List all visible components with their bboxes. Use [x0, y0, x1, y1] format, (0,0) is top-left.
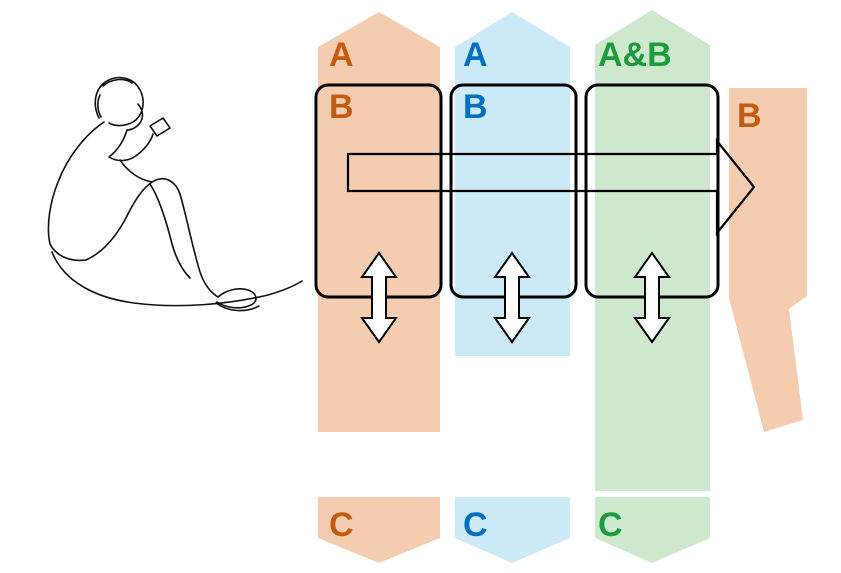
label-bottom-3: C — [598, 506, 623, 544]
label-top-3: A&B — [598, 36, 672, 74]
band-down-orange — [318, 497, 440, 563]
label-box-1: B — [329, 88, 354, 126]
updown-arrow-3 — [633, 251, 671, 344]
band-output-orange — [729, 88, 807, 432]
label-top-1: A — [329, 36, 354, 74]
person-line-art — [47, 76, 303, 312]
label-bottom-1: C — [329, 506, 354, 544]
label-output-band: B — [737, 97, 762, 135]
horizontal-flow-arrow — [346, 137, 756, 237]
updown-arrow-1 — [360, 251, 398, 344]
band-down-blue — [455, 497, 570, 563]
updown-arrow-2 — [493, 251, 531, 344]
band-up-blue — [455, 12, 570, 356]
label-top-2: A — [463, 36, 488, 74]
band-up-orange — [318, 12, 440, 432]
band-down-green — [595, 497, 710, 563]
label-bottom-2: C — [463, 506, 488, 544]
band-up-green — [595, 10, 710, 491]
label-box-2: B — [463, 88, 488, 126]
